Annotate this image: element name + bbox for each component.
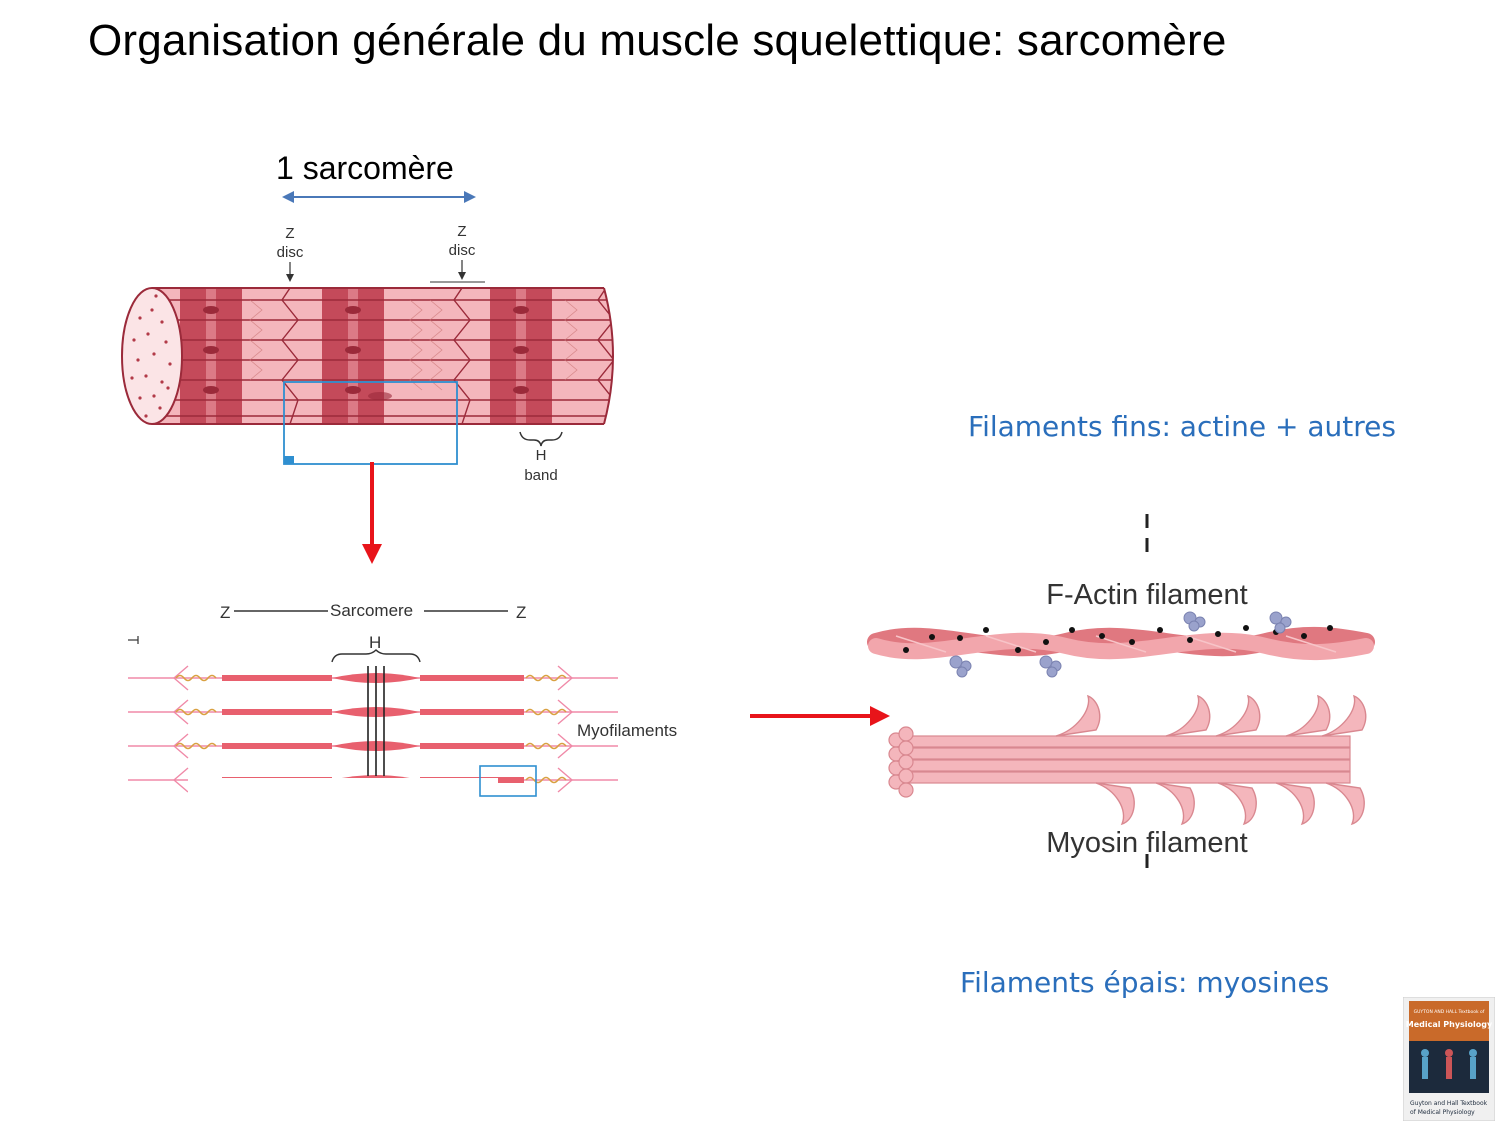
thin-filaments-caption: Filaments fins: actine + autres [968,410,1396,443]
textbook-cover-image: GUYTON AND HALL Textbook of Medical Phys… [1403,997,1495,1121]
zoom-arrow-down [362,462,382,564]
myosin-filament-label: Myosin filament [1046,827,1247,859]
myofilament-row [128,699,618,725]
myofilaments-label: Myofilaments [577,721,677,740]
actin-filament-label: F-Actin filament [1046,579,1247,611]
sarcomere-detail-illustration: Z Sarcomere Z H [128,601,677,816]
sarcomere-double-arrow [282,191,476,203]
myofibril-z-left: Z [220,603,230,622]
actin-filament [867,611,1375,678]
myofilament-row [128,733,618,759]
myofibril-z-right: Z [516,603,526,622]
muscle-fiber-illustration: Z disc Z disc [121,223,614,484]
book-title: Medical Physiology [1406,1020,1493,1029]
z-disc-right-z: Z [457,223,466,240]
filaments-illustration: F-Actin filament [867,514,1375,872]
h-band-band: band [524,467,557,484]
book-bottom-line-1: Guyton and Hall Textbook [1410,1100,1488,1107]
sarcomere-length-label: 1 sarcomère [276,150,454,186]
book-bottom-line-2: of Medical Physiology [1410,1109,1475,1116]
myosin-filament [888,694,1367,826]
thick-filaments-caption: Filaments épais: myosines [960,966,1330,999]
z-disc-left-z: Z [285,225,294,242]
z-disc-right-disc: disc [449,242,476,259]
h-band-h: H [536,447,547,464]
book-top-line: GUYTON AND HALL Textbook of [1414,1009,1485,1015]
z-disc-left-disc: disc [277,244,304,261]
myofibril-h-label: H [369,633,381,652]
zoom-arrow-right [750,706,890,726]
myofilament-row [128,665,618,691]
slide-title: Organisation générale du muscle squelett… [88,16,1227,65]
myofibril-sarcomere-label: Sarcomere [330,601,413,620]
